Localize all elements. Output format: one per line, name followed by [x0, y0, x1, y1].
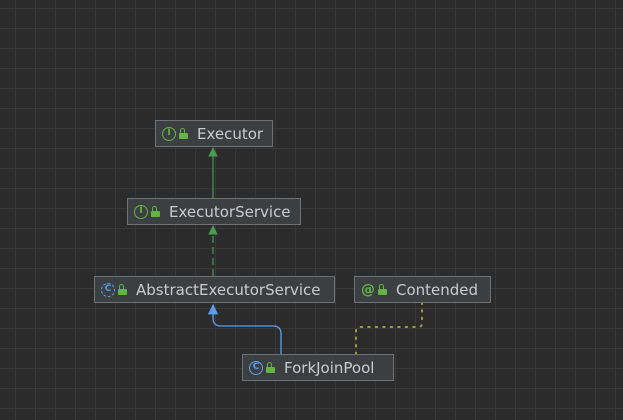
public-lock-icon: [378, 284, 387, 295]
node-label: Executor: [197, 124, 264, 143]
public-lock-icon: [118, 284, 127, 295]
edge-forkjoinpool-to-abstractexecutorservice: [207, 303, 282, 354]
public-lock-icon: [266, 362, 275, 373]
edge-forkjoinpool-to-contended: [355, 302, 423, 355]
node-abstract-executor-service[interactable]: C AbstractExecutorService: [94, 276, 335, 303]
interface-icon: I: [134, 204, 148, 219]
node-executor-service[interactable]: I ExecutorService: [127, 198, 301, 225]
annotation-icon: @: [361, 281, 375, 298]
node-label: ExecutorService: [169, 202, 291, 221]
node-label: Contended: [396, 280, 479, 299]
node-executor[interactable]: I Executor: [155, 120, 273, 147]
node-label: ForkJoinPool: [284, 358, 375, 377]
interface-icon: I: [162, 126, 176, 141]
class-icon: C: [249, 360, 263, 375]
node-fork-join-pool[interactable]: C ForkJoinPool: [242, 354, 394, 381]
abstract-class-icon: C: [101, 282, 115, 297]
public-lock-icon: [179, 128, 188, 139]
node-contended[interactable]: @ Contended: [354, 276, 491, 303]
public-lock-icon: [151, 206, 160, 217]
node-label: AbstractExecutorService: [136, 280, 321, 299]
